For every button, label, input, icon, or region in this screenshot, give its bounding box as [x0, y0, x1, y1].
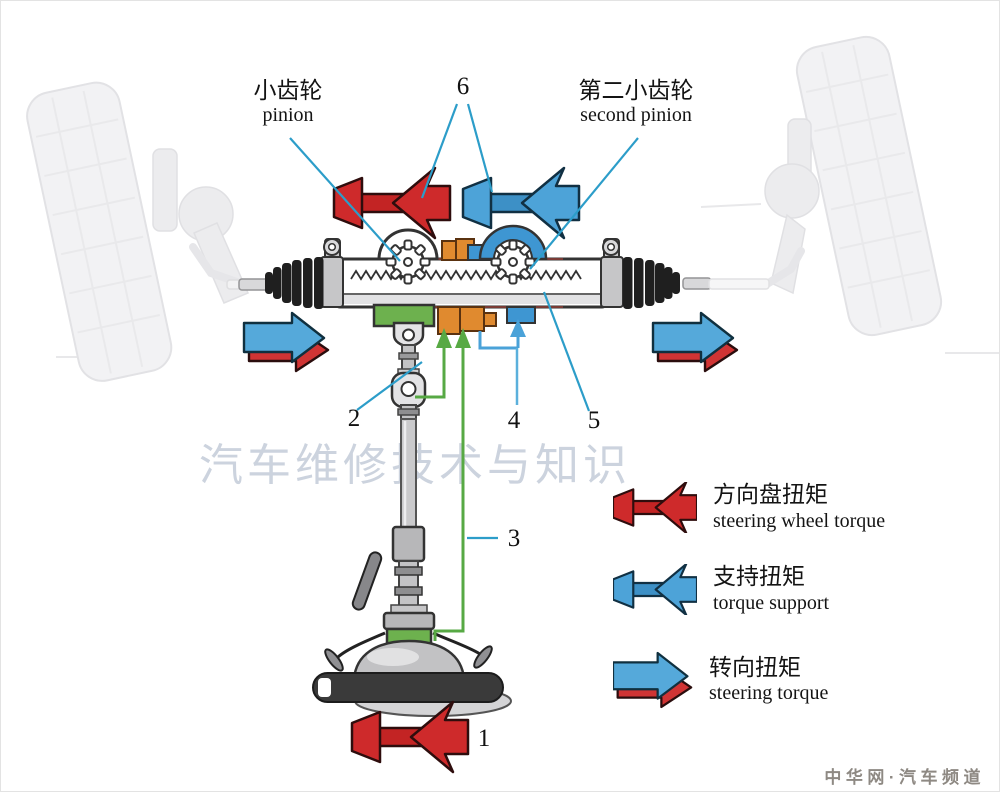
label-second-pinion: 第二小齿轮 second pinion [566, 77, 706, 128]
leader-lines [289, 103, 639, 540]
tie-rods [226, 277, 770, 291]
steering-torque-arrow-right [651, 311, 739, 373]
label-pinion-zh: 小齿轮 [253, 78, 323, 103]
steering-wheel-torque-arrow-top [332, 166, 452, 240]
left-wheel-faded [26, 81, 249, 382]
number-4: 4 [507, 407, 521, 434]
number-5: 5 [587, 407, 601, 434]
steering-wheel [312, 631, 512, 717]
legend-item-torque-support: 支持扭矩 torque support [613, 563, 829, 616]
legend-item-steering-torque: 转向扭矩 steering torque [613, 651, 828, 709]
source-watermark: 中华网·汽车频道 [824, 768, 985, 787]
torque-support-arrow-top [461, 166, 581, 240]
legend-item-steering-wheel-torque: 方向盘扭矩 steering wheel torque [613, 481, 885, 534]
blue-signal-lines [478, 319, 526, 405]
rack-teeth [350, 269, 582, 281]
label-pinion: 小齿轮 pinion [238, 77, 338, 128]
number-1: 1 [477, 725, 491, 752]
steering-torque-arrow-left [242, 311, 330, 373]
column-stalk-lever [351, 551, 383, 611]
right-bellows-boot [623, 257, 680, 309]
green-arrowhead-2 [455, 328, 471, 348]
label-second-pinion-zh: 第二小齿轮 [578, 78, 694, 103]
legend-torque-support-zh: 支持扭矩 [713, 564, 805, 589]
torque-support-arrow-icon [613, 563, 697, 615]
legend-torque-support-en: torque support [713, 591, 830, 614]
number-3: 3 [507, 525, 521, 552]
left-bellows-boot [265, 257, 324, 309]
number-6: 6 [456, 73, 470, 100]
right-wheel-faded [700, 35, 999, 354]
rack-housing [333, 257, 609, 309]
label-second-pinion-en: second pinion [580, 104, 692, 127]
torque-sensor-orange-blocks [437, 238, 497, 335]
pinion-gear-icon [385, 239, 431, 285]
legend-steering-wheel-torque-en: steering wheel torque [713, 509, 886, 532]
blue-block [506, 306, 536, 324]
wheel-rim-bar [312, 672, 504, 703]
number-2: 2 [347, 405, 361, 432]
label-pinion-en: pinion [262, 104, 314, 127]
steering-wheel-torque-arrow-icon [613, 481, 697, 533]
steering-torque-arrow-icon [613, 651, 693, 709]
green-arrowhead-1 [436, 328, 452, 348]
legend-steering-torque-zh: 转向扭矩 [709, 654, 801, 680]
green-signal-lines [415, 348, 465, 641]
steering-wheel-torque-arrow-bottom [350, 700, 470, 774]
legend-steering-wheel-torque-zh: 方向盘扭矩 [713, 482, 828, 507]
second-pinion-gear-icon [490, 239, 536, 285]
steering-column [351, 321, 436, 651]
legend-steering-torque-en: steering torque [709, 682, 829, 705]
